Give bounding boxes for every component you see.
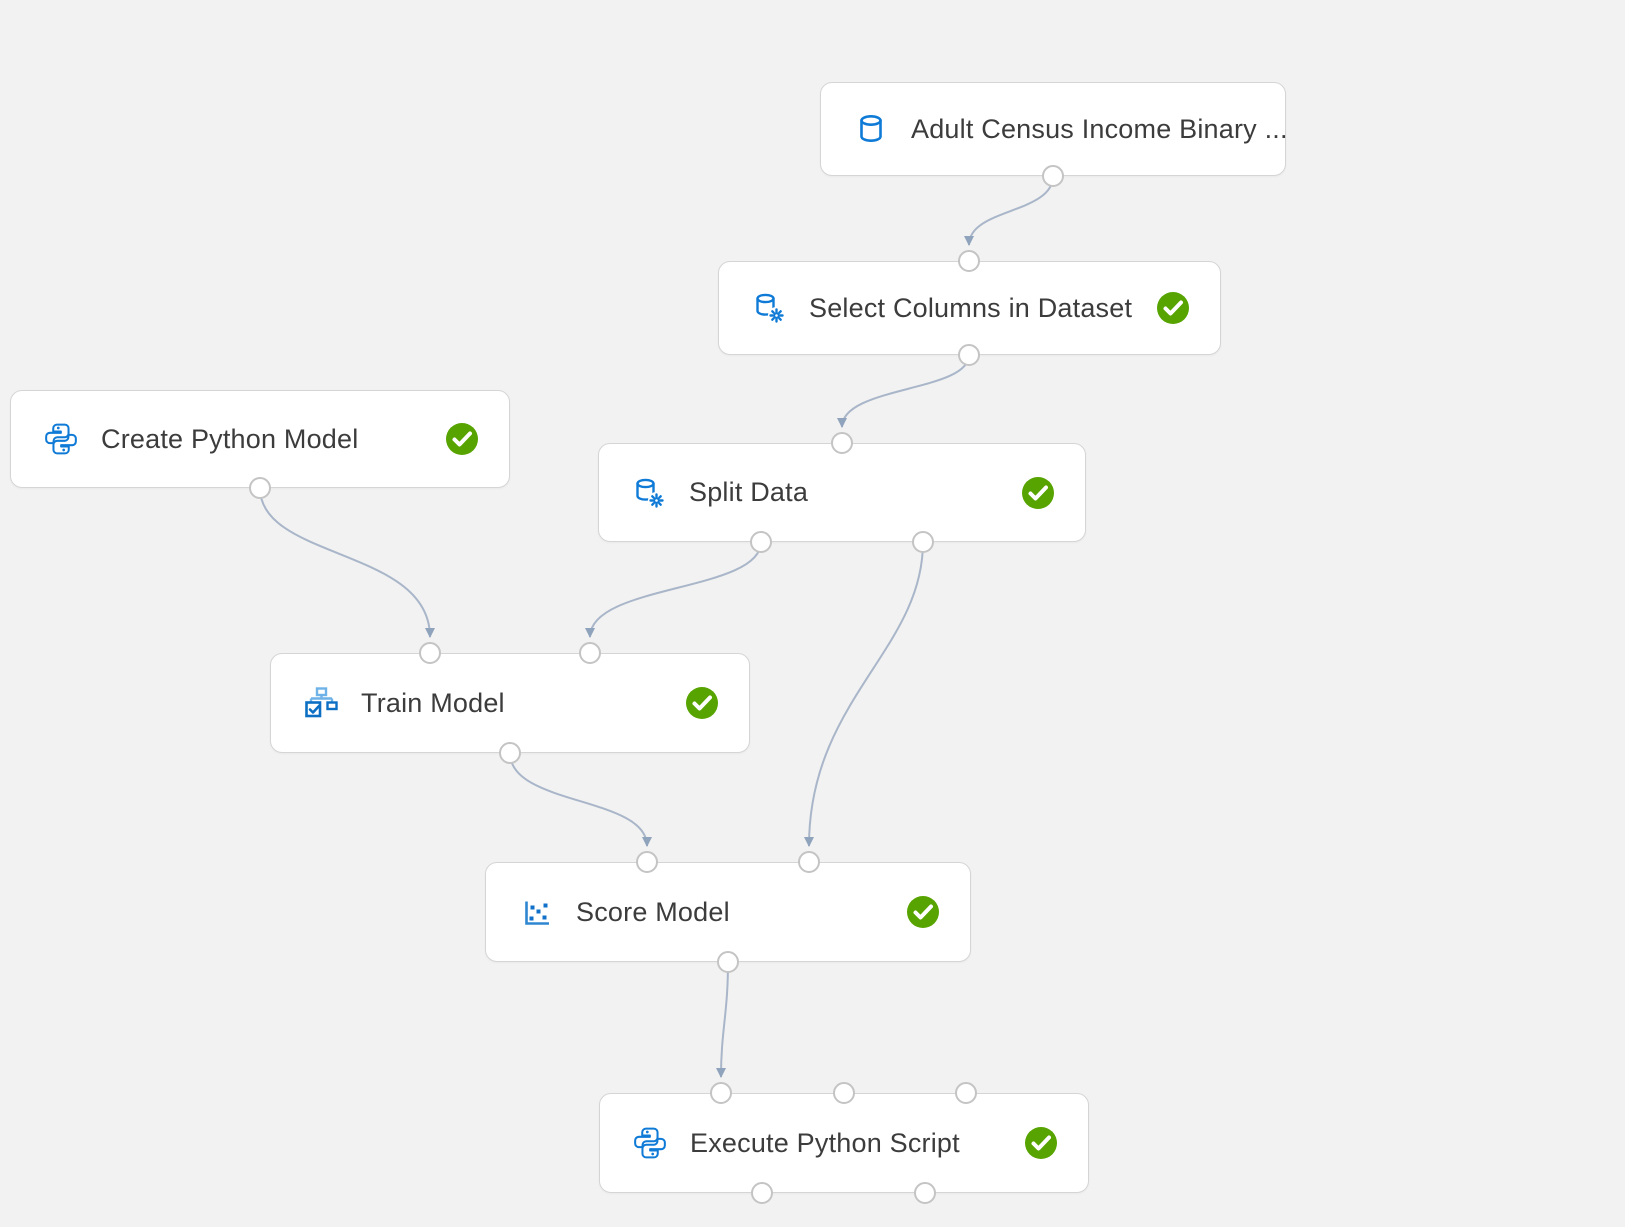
python-icon — [632, 1125, 668, 1161]
node-label: Split Data — [689, 477, 809, 507]
node-label: Train Model — [361, 687, 505, 718]
train-model-icon — [303, 685, 339, 721]
dataset-gear-icon — [751, 290, 787, 326]
python-icon — [43, 421, 79, 457]
port-output[interactable] — [912, 531, 934, 553]
node-label: Score Model — [576, 896, 730, 927]
node-train-model[interactable]: Train Model — [270, 653, 750, 753]
port-input[interactable] — [419, 642, 441, 664]
port-input[interactable] — [955, 1082, 977, 1104]
status-success-icon — [445, 422, 479, 456]
dataset-gear-icon — [631, 475, 667, 511]
edge-split-data-to-train-model[interactable] — [585, 541, 762, 638]
port-output[interactable] — [249, 477, 271, 499]
edge-score-model-to-execute-python-script[interactable] — [716, 961, 729, 1078]
port-output[interactable] — [750, 531, 772, 553]
edge-create-python-model-to-train-model[interactable] — [259, 487, 435, 638]
status-success-icon — [1156, 291, 1190, 325]
node-select-columns-in-dataset[interactable]: Select Columns in Dataset — [718, 261, 1221, 355]
edge-dataset-to-select-columns[interactable] — [964, 175, 1054, 246]
node-split-data[interactable]: Split Data — [598, 443, 1086, 542]
port-input[interactable] — [958, 250, 980, 272]
node-score-model[interactable]: Score Model — [485, 862, 971, 962]
port-input[interactable] — [710, 1082, 732, 1104]
status-success-icon — [685, 686, 719, 720]
node-label: Adult Census Income Binary ... — [911, 113, 1288, 144]
edge-train-model-to-score-model[interactable] — [509, 752, 652, 847]
score-model-icon — [518, 894, 554, 930]
node-label: Execute Python Script — [690, 1127, 960, 1158]
port-output[interactable] — [751, 1182, 773, 1204]
port-output[interactable] — [717, 951, 739, 973]
port-input[interactable] — [579, 642, 601, 664]
port-output[interactable] — [914, 1182, 936, 1204]
edge-select-columns-to-split-data[interactable] — [837, 354, 970, 428]
node-label: Create Python Model — [101, 423, 359, 454]
port-input[interactable] — [798, 851, 820, 873]
port-output[interactable] — [958, 344, 980, 366]
node-execute-python-script[interactable]: Execute Python Script — [599, 1093, 1089, 1193]
status-success-icon — [1021, 476, 1055, 510]
dataset-cylinder-icon — [853, 111, 889, 147]
port-output[interactable] — [1042, 165, 1064, 187]
port-input[interactable] — [833, 1082, 855, 1104]
status-success-icon — [906, 895, 940, 929]
node-create-python-model[interactable]: Create Python Model — [10, 390, 510, 488]
status-success-icon — [1024, 1126, 1058, 1160]
node-adult-census-income-binary[interactable]: Adult Census Income Binary ... — [820, 82, 1288, 176]
edge-split-data-to-score-model[interactable] — [804, 541, 924, 847]
port-output[interactable] — [499, 742, 521, 764]
port-input[interactable] — [831, 432, 853, 454]
node-label: Select Columns in Dataset — [809, 292, 1133, 323]
port-input[interactable] — [636, 851, 658, 873]
